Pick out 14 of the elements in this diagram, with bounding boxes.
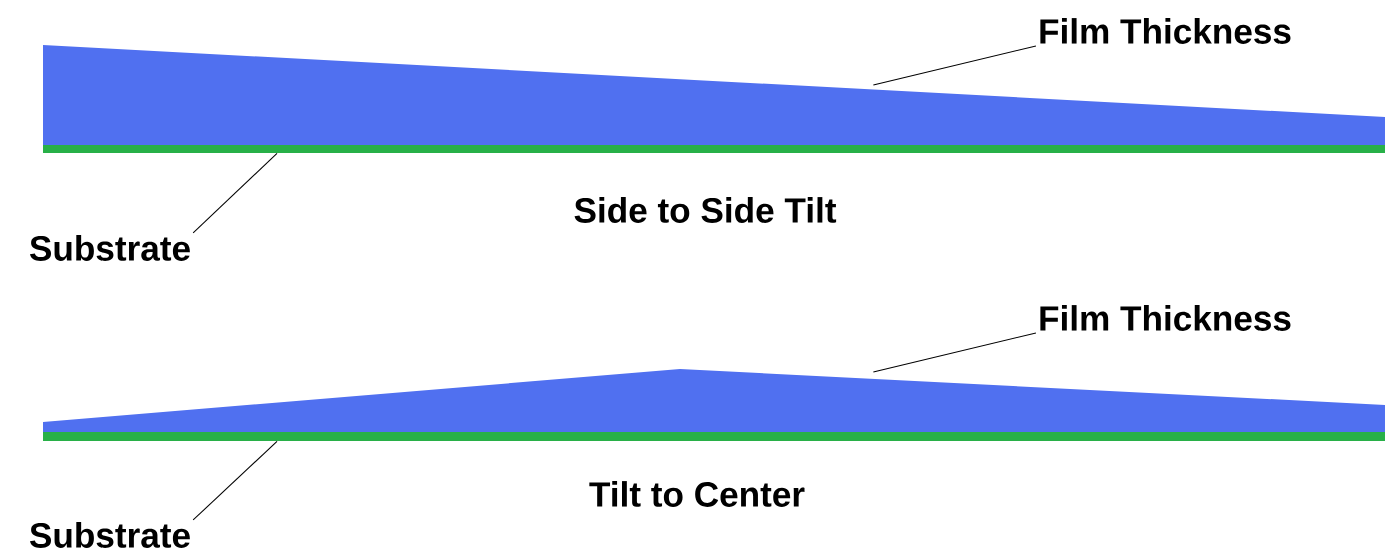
leader-text: Film Thickness	[1040, 305, 1291, 331]
leader-line	[872, 332, 1037, 373]
caption-text: Tilt to Center	[589, 481, 805, 507]
leader-line	[192, 440, 278, 521]
leader-text: Substrate	[29, 235, 190, 261]
caption-text: Side to Side Tilt	[574, 197, 837, 223]
film-layer	[43, 369, 1385, 432]
leader-line	[192, 152, 278, 234]
substrate-strip	[43, 432, 1385, 441]
leader-line	[872, 45, 1037, 86]
leader-text: Substrate	[29, 522, 190, 548]
film-layer	[43, 45, 1385, 145]
leader-text: Film Thickness	[1040, 18, 1291, 44]
substrate-strip	[43, 145, 1385, 153]
